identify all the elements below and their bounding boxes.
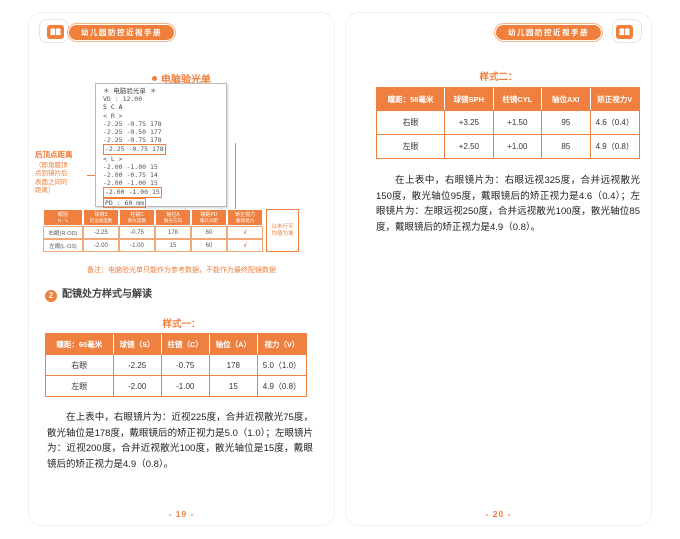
legend-checkmark: √ (227, 239, 263, 252)
table-cell: +2.50 (445, 134, 494, 158)
vertex-distance-note: 后顶点距离 （即角膜顶 点到镜片后 表面之间的 距离） (35, 150, 73, 194)
table-header-cell: 视力（V） (257, 334, 306, 354)
receipt-title: ＊ 电脑验光单 ＊ (103, 87, 157, 95)
table-header-cell: 球镜SPH (445, 88, 494, 110)
receipt-pd: PD : 60 mm (103, 197, 147, 208)
corner-decoration (39, 19, 69, 43)
table-cell: 15 (209, 375, 258, 396)
style1-label: 样式一： (162, 319, 201, 330)
table-cell: 178 (209, 354, 258, 375)
legend-row-label: 左眼(L·OS) (43, 239, 83, 252)
section-heading-text: 配镜处方样式与解读 (62, 289, 152, 300)
connector-line (87, 175, 96, 176)
table-cell: +1.00 (493, 134, 543, 158)
table-header-cell: 矫正视力V (590, 88, 639, 110)
connector-line (235, 143, 236, 210)
legend-cell: 15 (155, 239, 191, 252)
receipt-row-final: -2.25 -0.75 178 (103, 144, 166, 155)
table-header-cell: 柱镜CYL (493, 88, 543, 110)
section-title-text: 电脑验光单 (161, 75, 211, 86)
table-header-cell: 轴位（A） (209, 334, 258, 354)
receipt-row: -2.00 -0.75 14 (103, 171, 158, 180)
remark-note: 备注：电脑验光单只能作为参考数据，不能作为最终配镜数据 (87, 267, 276, 274)
table-header-cell: 球镜（S） (113, 334, 162, 354)
table-header-cell: 轴位AXI (542, 88, 591, 110)
optometry-receipt: ＊ 电脑验光单 ＊ VD : 12.00 S C A < R > -2.25 -… (95, 83, 227, 208)
section-heading: 2 配镜处方样式与解读 (45, 285, 152, 302)
page-right: 幼儿园防控近视手册 样式二： 瞳距：58毫米 球镜SPH 柱镜CYL 轴位AXI… (345, 12, 652, 526)
table-cell: 右眼 (46, 354, 114, 375)
page-left: 幼儿园防控近视手册 电脑验光单 ＊ 电脑验光单 ＊ VD : 12.00 S C… (28, 12, 335, 526)
table-cell: 左眼 (46, 375, 114, 396)
table-cell: +3.25 (445, 110, 494, 134)
legend-cell: -2.00 (83, 239, 119, 252)
body-paragraph: 在上表中，右眼镜片为：右眼远视325度，合并远视散光150度，散光轴位95度，戴… (376, 175, 640, 233)
table-header-cell: 瞳距：60毫米 (46, 334, 114, 354)
table-cell: +1.50 (493, 110, 543, 134)
legend-cell: -1.00 (119, 239, 155, 252)
table-cell: 4.6（0.4） (590, 110, 639, 134)
legend-row-label: 右眼(R·OD) (43, 226, 83, 239)
legend-header: 矫正视力戴镜视力 (227, 209, 263, 226)
receipt-row: -2.25 -0.75 178 (103, 136, 162, 145)
receipt-column-head: S C A (103, 103, 123, 112)
receipt-row: -2.25 -0.75 178 (103, 119, 162, 128)
receipt-row: -2.00 -1.00 15 (103, 179, 158, 188)
table-header-cell: 柱镜（C） (161, 334, 210, 354)
corner-decoration (612, 19, 642, 43)
legend-cell: 178 (155, 226, 191, 239)
header-badge: 幼儿园防控近视手册 (496, 25, 601, 40)
table-cell: 4.9（0.8） (257, 375, 306, 396)
book-icon (616, 25, 633, 39)
table-cell: -2.00 (113, 375, 162, 396)
table-cell: -1.00 (161, 375, 210, 396)
legend-cell: 60 (191, 226, 227, 239)
table-cell: -2.25 (113, 354, 162, 375)
header-badge: 幼儿园防控近视手册 (69, 25, 174, 40)
legend-cell: 60 (191, 239, 227, 252)
legend-checkmark: √ (227, 226, 263, 239)
receipt-row: -2.25 -0.50 177 (103, 128, 162, 137)
table-cell: 5.0（1.0） (257, 354, 306, 375)
legend-cell: -2.25 (83, 226, 119, 239)
receipt-vd: VD : 12.00 (103, 95, 143, 104)
table-cell: 4.9（0.8） (590, 134, 639, 158)
table-cell: 左眼 (377, 134, 446, 158)
table-header-cell: 瞳距：58毫米 (377, 88, 446, 110)
bullet-icon (152, 76, 157, 81)
book-icon (47, 25, 64, 39)
receipt-row: -2.00 -1.00 15 (103, 162, 158, 171)
page-number: - 19 - (168, 509, 195, 519)
table-cell: 右眼 (377, 110, 446, 134)
table-cell: 95 (542, 110, 591, 134)
receipt-left-label: < L > (103, 154, 123, 163)
receipt-row-final: -2.00 -1.00 15 (103, 187, 162, 198)
section-title: 电脑验光单 (29, 71, 334, 86)
legend-note: 以末行平均值为准 (266, 209, 299, 252)
receipt-right-label: < R > (103, 111, 123, 120)
prescription-table-style2: 瞳距：58毫米 球镜SPH 柱镜CYL 轴位AXI 矫正视力V 右眼 +3.25… (376, 87, 640, 159)
page-number: - 20 - (485, 509, 512, 519)
table-cell: -0.75 (161, 354, 210, 375)
section-number-badge: 2 (45, 290, 57, 302)
body-paragraph: 在上表中，右眼镜片为：近视225度，合并近视散光75度，散光轴位是178度，戴眼… (47, 412, 313, 470)
prescription-table-style1: 瞳距：60毫米 球镜（S） 柱镜（C） 轴位（A） 视力（V） 右眼 -2.25… (45, 333, 307, 397)
style2-label: 样式二： (479, 72, 518, 83)
table-cell: 85 (542, 134, 591, 158)
legend-cell: -0.75 (119, 226, 155, 239)
